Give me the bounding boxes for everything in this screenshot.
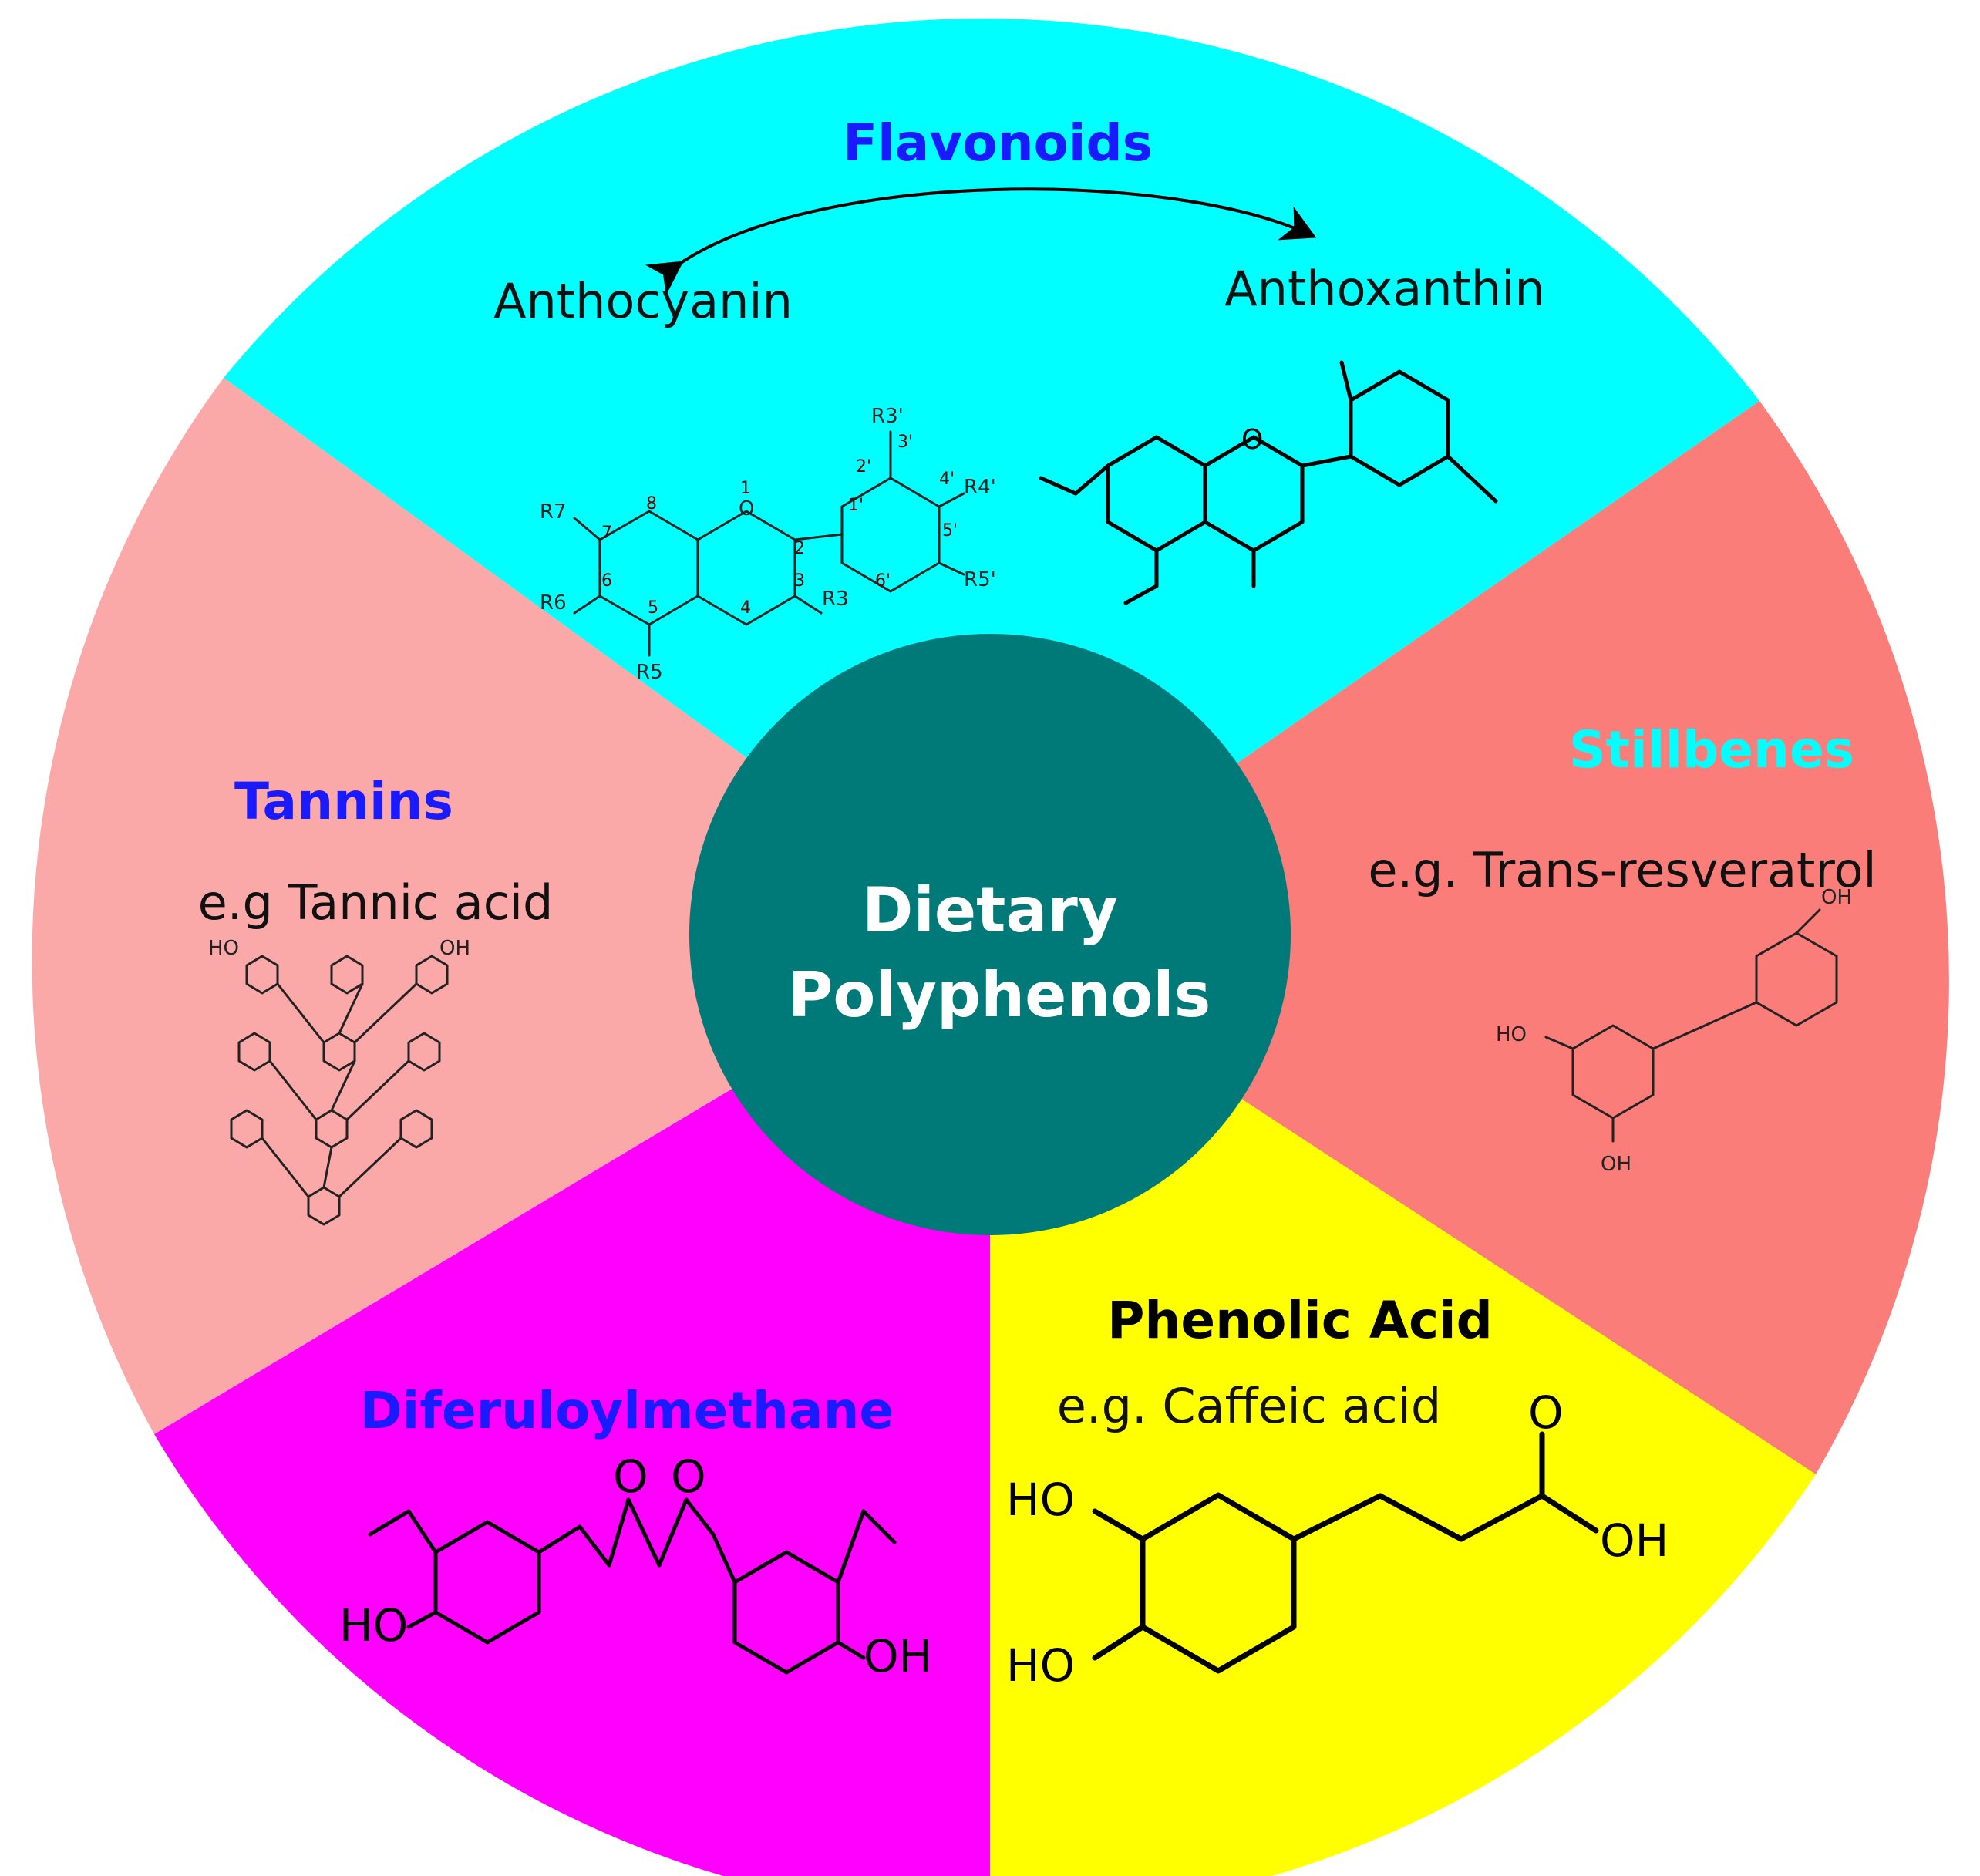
stilbenes-example: e.g. Trans-resveratrol	[1368, 842, 1876, 898]
caffeic-ho-top: HO	[1006, 1474, 1075, 1526]
tannic-oh: OH	[439, 937, 470, 960]
anthoxanthin-O: O	[1241, 424, 1263, 456]
position-6p: 6'	[875, 571, 891, 591]
tannic-ho: HO	[208, 937, 239, 960]
anthocyanin-label: Anthocyanin	[493, 273, 793, 329]
position-2: 2	[794, 539, 805, 558]
curcumin-ho: HO	[339, 1599, 408, 1652]
resveratrol-oh-top: OH	[1821, 886, 1852, 909]
phenolic-acid-example: e.g. Caffeic acid	[1057, 1378, 1441, 1434]
anthoxanthin-structure-icon: O	[1039, 360, 1498, 605]
anthocyanin-O: O	[739, 497, 754, 520]
curcumin-oh: OH	[864, 1630, 932, 1682]
position-3p: 3'	[897, 433, 913, 452]
curcumin-structure-icon: O O HO OH	[339, 1450, 932, 1682]
diferuloylmethane-segment	[154, 935, 990, 1876]
position-4p: 4'	[939, 470, 955, 489]
center-title-line2: Polyphenols	[788, 959, 1211, 1031]
tannins-example: e.g Tannic acid	[198, 874, 554, 931]
r5p-label: R5'	[964, 568, 996, 591]
center-title-line1: Dietary	[862, 874, 1118, 946]
diferuloylmethane-title: Diferuloylmethane	[360, 1381, 894, 1440]
curcumin-o2: O	[671, 1450, 706, 1503]
caffeic-oh: OH	[1600, 1514, 1669, 1567]
stilbenes-title: Stillbenes	[1569, 720, 1854, 780]
tannins-title: Tannins	[234, 772, 453, 831]
position-2p: 2'	[856, 457, 871, 477]
position-5p: 5'	[942, 521, 958, 541]
position-7: 7	[601, 524, 612, 543]
r6-label: R6	[540, 591, 567, 615]
position-4: 4	[740, 598, 751, 618]
resveratrol-ho-left: HO	[1496, 1023, 1527, 1046]
anthocyanin-structure-icon: O R3' R4' R5' R7 R6 R5 R3 1 2 3 4 5 6 7 …	[540, 405, 996, 684]
r5-label: R5	[636, 661, 663, 684]
center-circle	[689, 634, 1291, 1235]
r3-label: R3	[822, 588, 849, 611]
r7-label: R7	[540, 500, 567, 524]
position-8: 8	[646, 494, 657, 514]
resveratrol-oh-bottom: OH	[1601, 1153, 1631, 1176]
position-1p: 1'	[848, 496, 864, 515]
r4p-label: R4'	[964, 476, 996, 499]
r3p-label: R3'	[871, 405, 904, 428]
position-1: 1	[740, 479, 751, 498]
interconversion-arrow-icon	[645, 187, 1317, 296]
resveratrol-structure-icon: OH HO OH	[1496, 886, 1852, 1176]
position-6: 6	[601, 571, 612, 591]
stilbenes-segment	[990, 401, 1949, 1474]
tannins-segment	[32, 378, 990, 1434]
flavonoids-title: Flavonoids	[843, 113, 1153, 173]
caffeic-ho-bottom: HO	[1006, 1639, 1075, 1692]
tannic-acid-structure-icon: OH HO	[208, 937, 470, 1226]
phenolic-acid-segment	[990, 935, 1816, 1876]
caffeic-acid-structure-icon: O OH HO HO	[1006, 1386, 1669, 1692]
flavonoids-segment	[224, 18, 1759, 935]
curcumin-o1: O	[613, 1450, 648, 1503]
position-5: 5	[648, 598, 658, 618]
anthoxanthin-label: Anthoxanthin	[1224, 261, 1544, 317]
phenolic-acid-title: Phenolic Acid	[1107, 1291, 1493, 1350]
position-3: 3	[794, 571, 805, 591]
caffeic-o: O	[1528, 1386, 1564, 1439]
